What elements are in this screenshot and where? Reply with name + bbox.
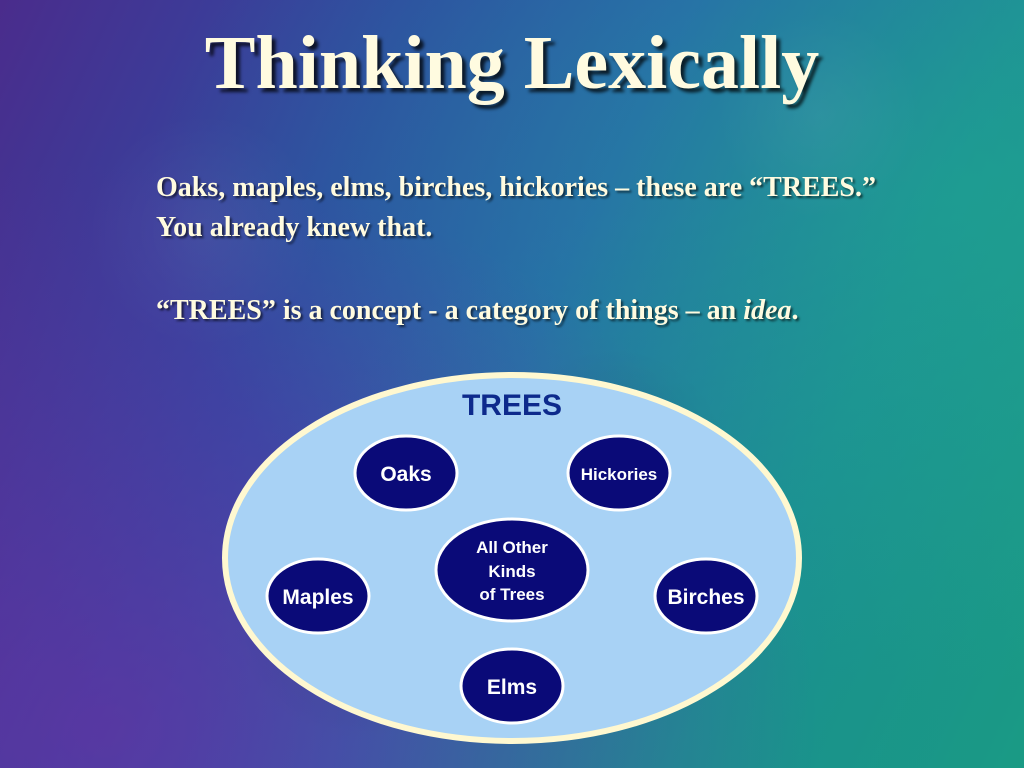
node-oaks-label: Oaks — [380, 463, 431, 486]
node-maples-label: Maples — [282, 586, 353, 609]
node-hickories-label: Hickories — [581, 465, 658, 484]
paragraph-concept-italic: idea — [743, 295, 792, 326]
node-oaks-shape — [353, 434, 459, 512]
node-all-other-kinds-shape — [434, 517, 590, 623]
paragraph-concept-end: . — [791, 295, 799, 326]
node-all-other-kinds: All Other Kinds of Trees — [434, 517, 590, 623]
node-elms-label: Elms — [487, 676, 537, 699]
paragraph-trees-concept: “TREES” is a concept - a category of thi… — [156, 291, 876, 331]
node-maples-shape — [265, 557, 371, 635]
slide-title: Thinking Lexically — [204, 21, 820, 105]
node-birches: Birches — [653, 557, 759, 635]
node-maples: Maples — [265, 557, 371, 635]
node-elms-shape — [459, 647, 565, 725]
node-hickories: Hickories — [566, 434, 672, 512]
node-all-other-kinds-line3: of Trees — [479, 585, 544, 604]
paragraph-trees-examples: Oaks, maples, elms, birches, hickories –… — [156, 172, 876, 243]
node-birches-shape — [653, 557, 759, 635]
node-all-other-kinds-line1: All Other — [476, 538, 548, 557]
trees-category-label: TREES — [462, 389, 562, 422]
node-oaks: Oaks — [353, 434, 459, 512]
node-all-other-kinds-line2: Kinds — [488, 562, 535, 581]
node-birches-label: Birches — [667, 586, 744, 609]
node-elms: Elms — [459, 647, 565, 725]
node-hickories-shape — [566, 434, 672, 512]
paragraph-concept-main: “TREES” is a concept - a category of thi… — [156, 295, 744, 326]
